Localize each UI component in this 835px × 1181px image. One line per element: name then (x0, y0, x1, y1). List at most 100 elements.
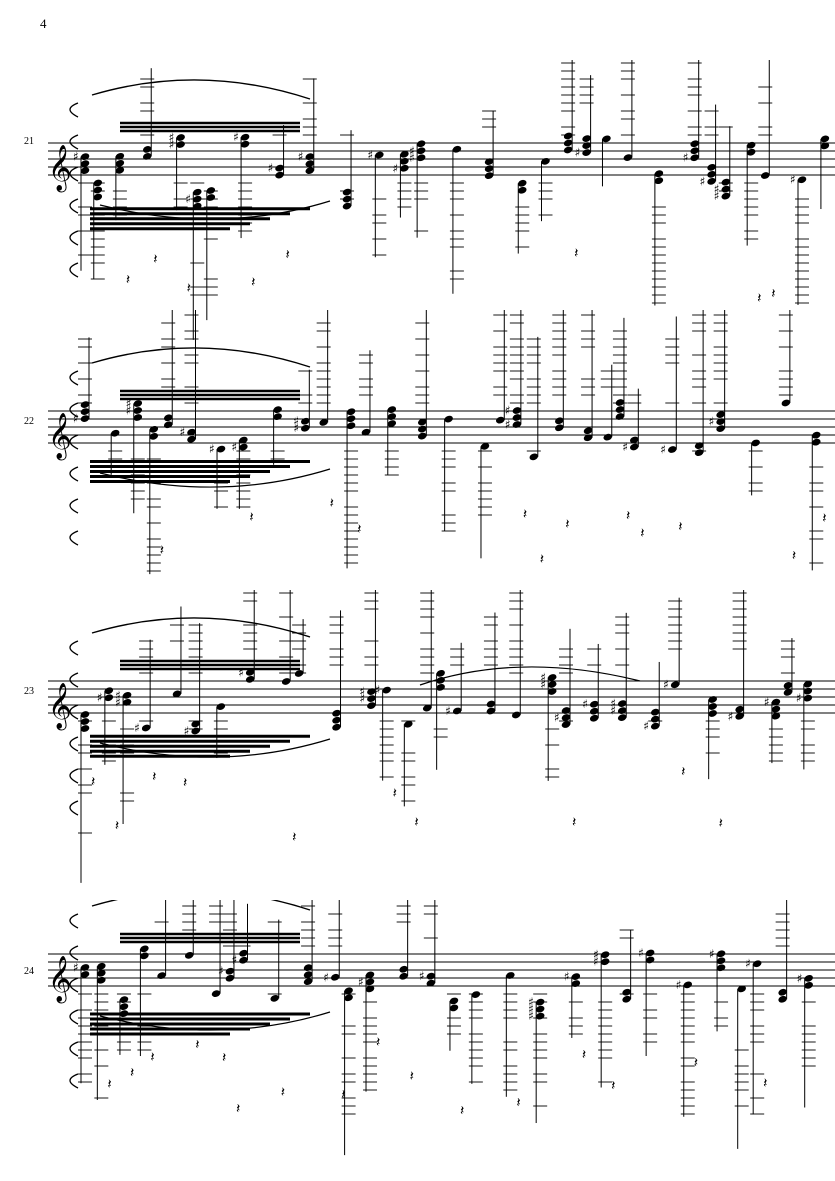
notehead (119, 1003, 129, 1011)
notehead (110, 429, 120, 437)
rest-icon: 𝄽 (126, 272, 130, 288)
rest-icon: 𝄽 (150, 1050, 154, 1066)
notehead (399, 965, 408, 973)
notehead (416, 140, 426, 148)
notehead (778, 995, 787, 1003)
notehead (361, 428, 371, 436)
sharp-icon: ♯ (169, 131, 175, 145)
slur (91, 79, 311, 100)
tie-arc (69, 945, 79, 961)
sharp-icon: ♯ (714, 189, 720, 203)
sharp-icon: ♯ (528, 1009, 534, 1023)
notehead (273, 406, 282, 413)
notehead (342, 202, 352, 210)
notehead (172, 690, 182, 698)
notehead (211, 990, 221, 997)
notehead (486, 707, 496, 715)
notehead (387, 413, 397, 420)
slur (99, 738, 331, 758)
notehead (216, 445, 226, 453)
notehead (589, 707, 599, 715)
notehead (803, 694, 813, 702)
rest-icon: 𝄽 (414, 814, 418, 830)
rest-icon: 𝄽 (330, 496, 334, 512)
notehead (683, 981, 693, 989)
notehead (820, 142, 830, 150)
notehead (367, 695, 376, 702)
notehead (602, 135, 611, 143)
sharp-icon: ♯ (745, 957, 751, 971)
rest-icon: 𝄽 (763, 1075, 767, 1091)
notehead (452, 145, 462, 153)
notehead (305, 160, 315, 168)
sharp-icon: ♯ (134, 721, 140, 735)
music-system-23: 𝄞𝄽♯𝄽♯♯♯𝄽𝄽♯♯𝄽♯♯♯𝄽𝄽♯♯♯♯𝄽♯♯♯♯♯𝄽𝄽♯♯♯ (48, 590, 835, 883)
sharp-icon: ♯ (73, 412, 79, 426)
notehead (245, 668, 255, 676)
tie-arc (69, 640, 79, 656)
notehead (752, 960, 762, 968)
notehead (615, 413, 625, 420)
notehead (654, 177, 664, 185)
notehead (270, 994, 280, 1002)
rest-icon: 𝄽 (540, 551, 544, 567)
notehead (589, 714, 599, 722)
notehead (97, 976, 106, 984)
notehead (436, 670, 445, 677)
sharp-icon: ♯ (268, 161, 274, 175)
notehead (449, 1004, 459, 1012)
notehead (303, 978, 313, 986)
notehead (480, 443, 490, 450)
notehead (416, 154, 426, 162)
notehead (426, 972, 436, 980)
rest-icon: 𝄽 (694, 1055, 698, 1071)
notehead (418, 432, 427, 440)
notehead (193, 188, 202, 196)
notehead (365, 978, 375, 986)
slur (99, 468, 331, 488)
notehead (512, 414, 522, 421)
notehead (275, 171, 284, 179)
notehead (541, 157, 550, 165)
notehead (330, 973, 340, 981)
sharp-icon: ♯ (367, 148, 373, 162)
sharp-icon: ♯ (184, 724, 190, 738)
notehead (239, 949, 248, 957)
notehead (547, 674, 557, 681)
notehead (563, 146, 573, 154)
notehead (820, 135, 830, 143)
notehead (133, 400, 143, 407)
sharp-icon: ♯ (209, 442, 215, 456)
notehead (367, 702, 376, 709)
sharp-icon: ♯ (231, 440, 237, 454)
notehead (444, 415, 453, 423)
sharp-icon: ♯ (593, 955, 599, 969)
notehead (80, 153, 90, 161)
notehead (104, 694, 114, 702)
sharp-icon: ♯ (185, 192, 191, 206)
notehead (721, 178, 731, 186)
notehead (555, 424, 564, 432)
sharp-icon: ♯ (238, 665, 244, 679)
sharp-icon: ♯ (115, 695, 121, 709)
notehead (561, 714, 571, 721)
sharp-icon: ♯ (683, 151, 689, 165)
notehead (771, 705, 781, 713)
notehead (600, 958, 610, 966)
notehead (496, 416, 505, 424)
notehead (512, 421, 522, 428)
rest-icon: 𝄽 (574, 245, 578, 261)
tie-arc (69, 498, 79, 514)
sharp-icon: ♯ (610, 704, 616, 718)
notehead (375, 151, 384, 159)
rest-icon: 𝄽 (160, 543, 164, 559)
notehead (654, 170, 664, 178)
sharp-icon: ♯ (505, 418, 511, 432)
tie-arc (69, 402, 79, 418)
notehead (80, 964, 90, 971)
tie-arc (69, 434, 79, 450)
notehead (122, 698, 132, 706)
notehead (690, 147, 699, 155)
tie-arc (69, 262, 79, 278)
sharp-icon: ♯ (115, 688, 121, 702)
